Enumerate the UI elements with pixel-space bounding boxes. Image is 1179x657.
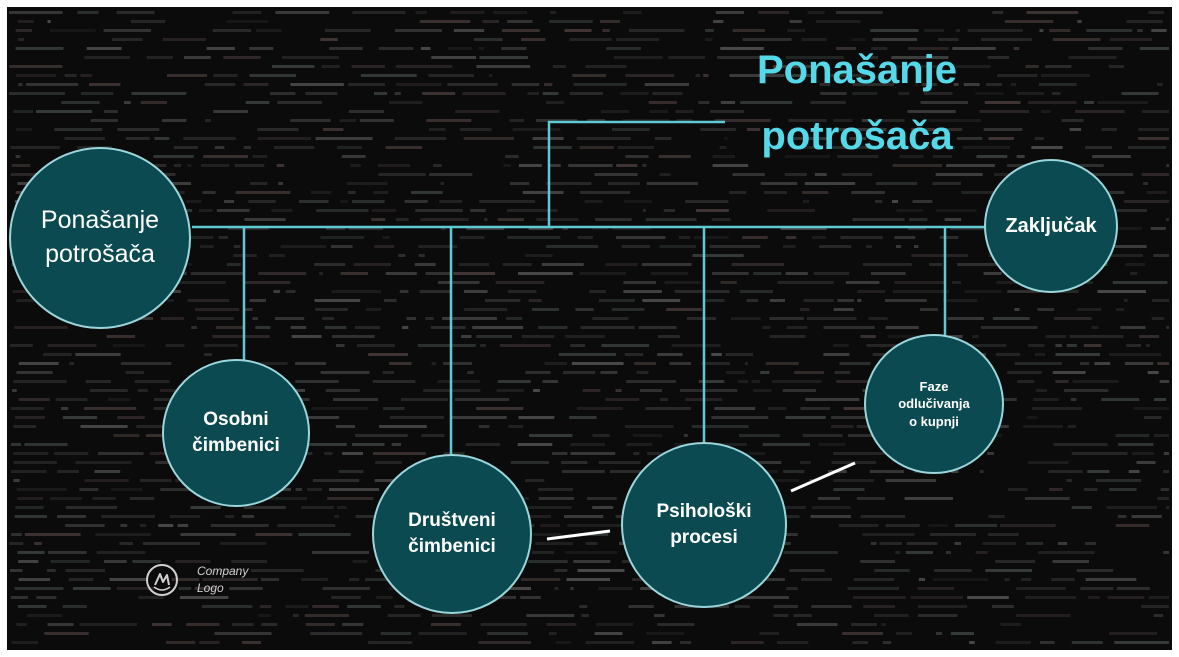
presentation-title: Ponašanje potrošača [756, 48, 958, 158]
social-psych-link [546, 529, 611, 541]
connector-lines [192, 120, 992, 541]
psychological-processes-node[interactable]: Psihološki procesi [621, 442, 787, 608]
main-topic-node[interactable]: Ponašanje potrošača [9, 147, 191, 329]
title-connector-line [547, 120, 725, 227]
psych-phases-link [790, 461, 856, 493]
presentation-canvas: Ponašanje potrošača Ponašanje potrošača … [7, 7, 1172, 650]
company-logo-icon [146, 564, 178, 596]
decision-phases-node[interactable]: Faze odlučivanja o kupnji [864, 334, 1004, 474]
personal-factors-node[interactable]: Osobni čimbenici [162, 359, 310, 507]
company-logo-text: Company Logo [197, 564, 249, 595]
social-factors-node[interactable]: Društveni čimbenici [372, 454, 532, 614]
conclusion-node[interactable]: Zaključak [984, 159, 1118, 293]
